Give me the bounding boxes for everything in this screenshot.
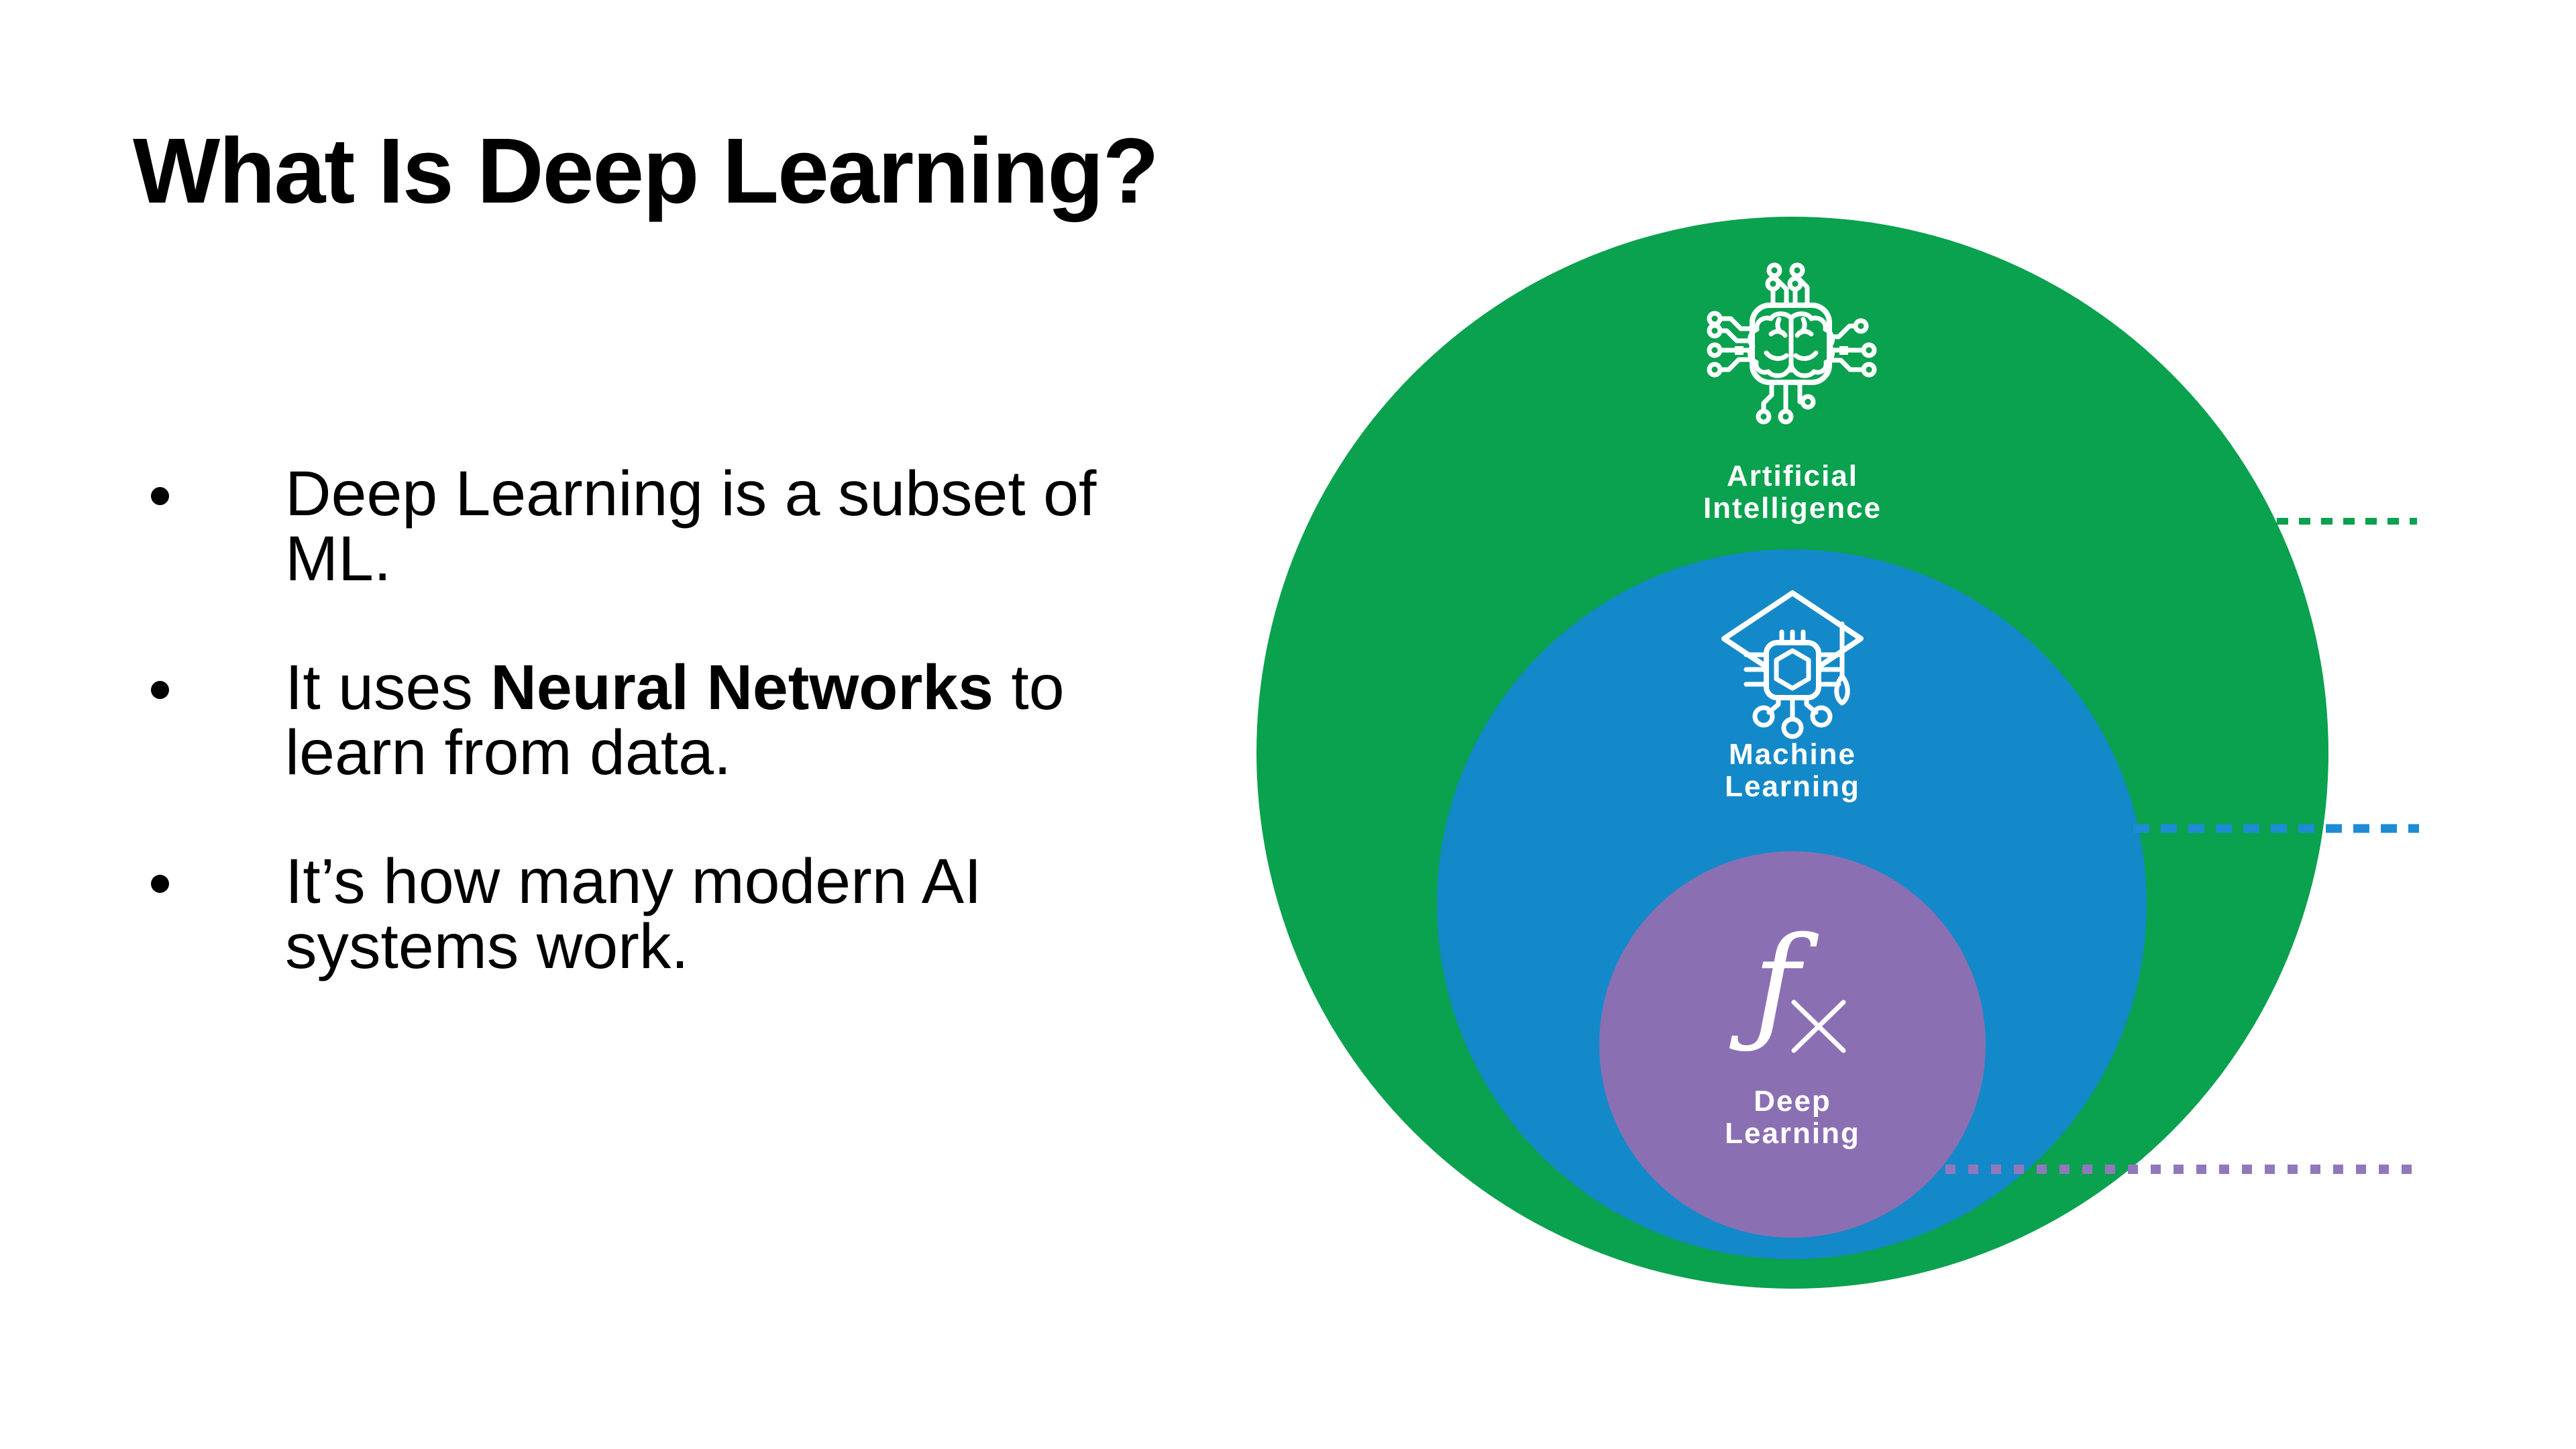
bullet-text-segment: Deep Learning is a subset of ML. xyxy=(285,458,1097,594)
ml-label-line2: Learning xyxy=(1725,770,1860,803)
ai-label-line1: Artificial xyxy=(1727,460,1858,492)
bullet-text: Deep Learning is a subset of ML. xyxy=(285,462,1114,592)
bullet-dot xyxy=(151,875,169,893)
graduation-cap-chip-icon xyxy=(1721,590,1864,739)
bullet-item: It’s how many modern AI systems work. xyxy=(0,849,1174,979)
dl-label-line2: Learning xyxy=(1725,1117,1860,1150)
ai-label-line2: Intelligence xyxy=(1703,492,1882,525)
bullet-text-segment: It uses xyxy=(285,652,491,723)
chip-brain-icon xyxy=(1707,262,1877,425)
dl-label-line1: Deep xyxy=(1754,1085,1831,1118)
bullet-text: It’s how many modern AI systems work. xyxy=(285,849,1114,979)
bullet-item: It uses Neural Networks to learn from da… xyxy=(0,655,1174,786)
bullet-item: Deep Learning is a subset of ML. xyxy=(0,462,1174,592)
bullet-dot xyxy=(151,487,169,505)
ml-label-line1: Machine xyxy=(1729,738,1856,771)
bullet-text-segment-bold: Neural Networks xyxy=(490,652,994,723)
bullet-text: It uses Neural Networks to learn from da… xyxy=(285,655,1114,786)
slide-title: What Is Deep Learning? xyxy=(133,119,1159,223)
bullet-list: Deep Learning is a subset of ML. It uses… xyxy=(0,462,1174,1043)
bullet-text-segment: It’s how many modern AI systems work. xyxy=(285,846,982,982)
dl-circle xyxy=(1599,851,1986,1238)
bullet-text-segment: to learn from data. xyxy=(285,652,1065,788)
bullet-dot xyxy=(151,681,169,699)
